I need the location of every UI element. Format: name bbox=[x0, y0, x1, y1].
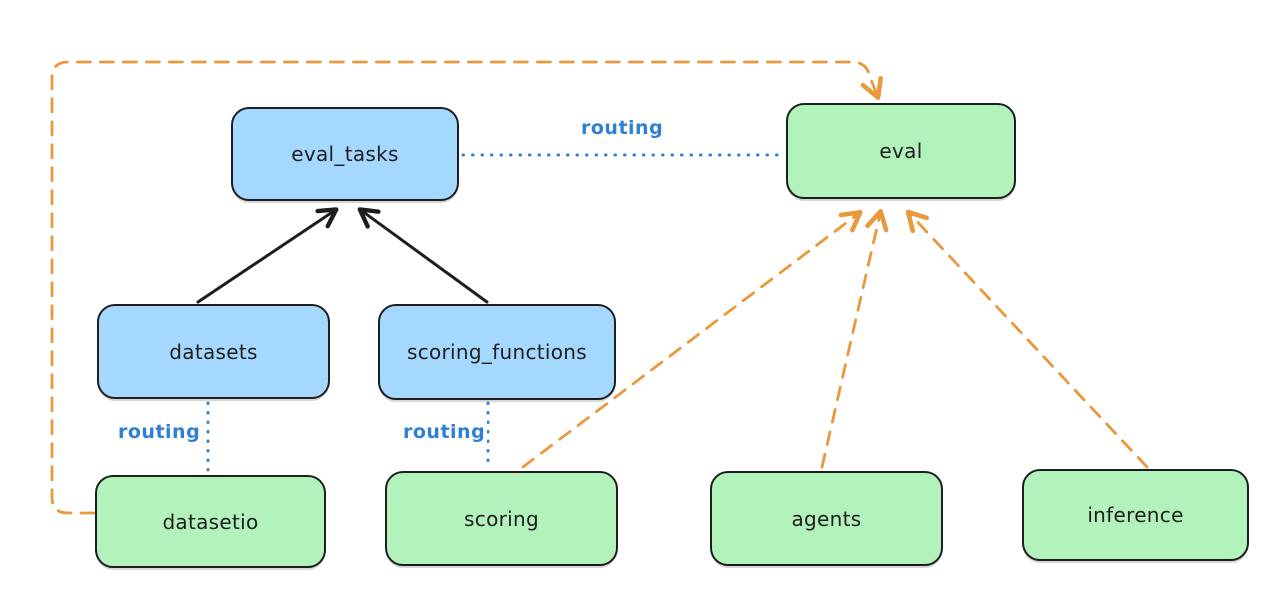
edge-datasetio-to-eval bbox=[50, 60, 883, 515]
edge-inference-to-eval bbox=[905, 209, 1149, 469]
node-eval: eval bbox=[786, 103, 1016, 199]
node-datasetio-label: datasetio bbox=[162, 509, 259, 534]
node-inference: inference bbox=[1022, 469, 1249, 561]
edge-agents-to-eval bbox=[820, 208, 889, 469]
edge-label-routing-left: routing bbox=[116, 421, 203, 443]
node-datasets-label: datasets bbox=[169, 339, 258, 364]
node-eval-tasks-label: eval_tasks bbox=[291, 142, 399, 166]
edge-scoring-to-eval bbox=[521, 210, 863, 469]
node-inference-label: inference bbox=[1087, 503, 1184, 527]
node-scoring: scoring bbox=[385, 471, 618, 566]
edge-label-routing-mid: routing bbox=[401, 421, 488, 443]
node-datasets: datasets bbox=[97, 304, 330, 399]
node-eval-label: eval bbox=[879, 139, 923, 163]
node-eval-tasks: eval_tasks bbox=[231, 107, 459, 201]
node-agents: agents bbox=[710, 471, 943, 566]
node-datasetio: datasetio bbox=[95, 475, 326, 568]
node-scoring-functions: scoring_functions bbox=[378, 304, 616, 400]
node-scoring-functions-label: scoring_functions bbox=[406, 340, 588, 364]
node-scoring-label: scoring bbox=[464, 506, 539, 531]
node-agents-label: agents bbox=[791, 506, 862, 531]
edge-label-routing-top: routing bbox=[579, 117, 666, 139]
edge-datasets-to-eval-tasks bbox=[196, 207, 339, 304]
edge-scoring-functions-to-eval-tasks bbox=[357, 207, 489, 304]
